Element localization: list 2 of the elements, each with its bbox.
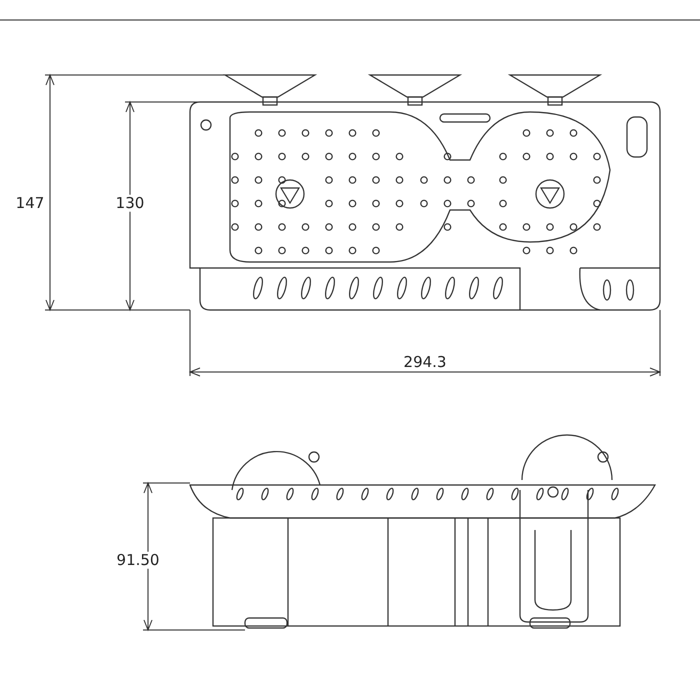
dimension-label: 91.50 — [114, 552, 162, 568]
dimension-label: 294.3 — [402, 354, 448, 370]
